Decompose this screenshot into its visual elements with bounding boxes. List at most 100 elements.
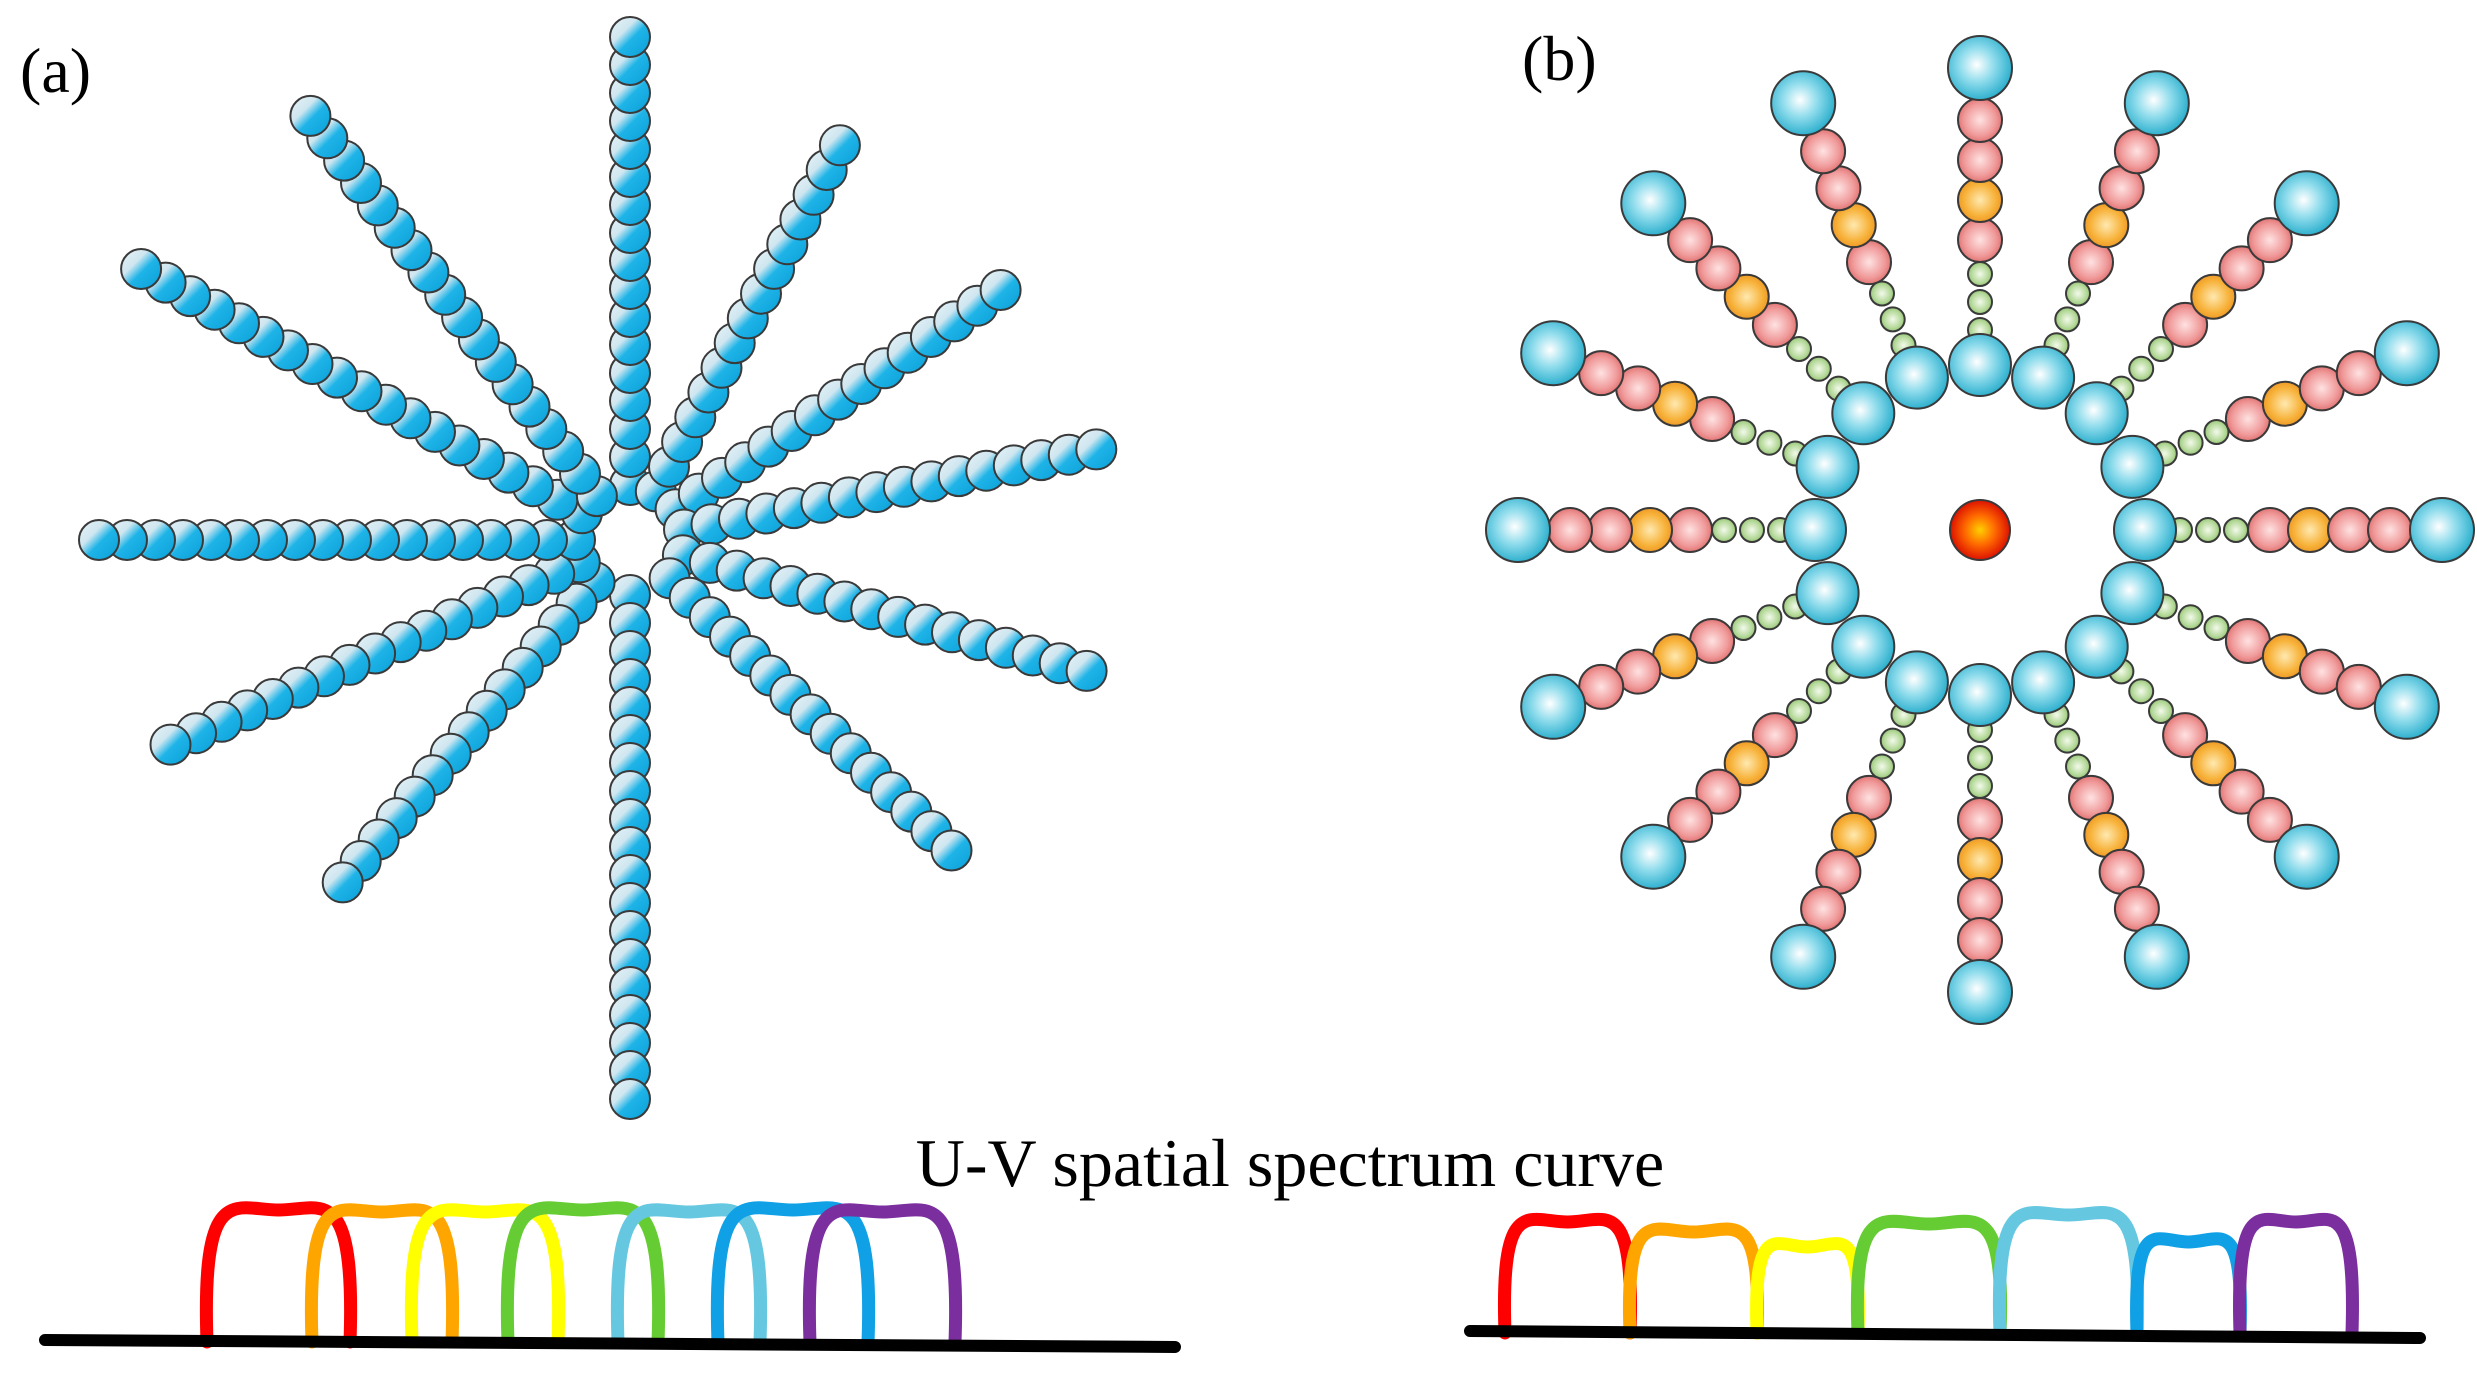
bead-pink: [1957, 877, 2003, 923]
bead-spacer: [2223, 517, 2249, 543]
bead-head: [2373, 320, 2440, 387]
bead-head: [1520, 320, 1587, 387]
bead-spacer: [2128, 355, 2155, 382]
bead-spacer: [2148, 336, 2174, 362]
bead-core-ring: [1884, 345, 1949, 410]
spectrum-right-arc-1: [1622, 1222, 1765, 1340]
bead-a-arm11: [289, 94, 332, 137]
bead-pink: [2246, 217, 2293, 264]
bead-head: [2273, 170, 2340, 237]
bead-head: [2273, 823, 2340, 890]
bead-a-arm1: [818, 124, 861, 167]
spectrum-left-arc-3: [500, 1201, 666, 1349]
spectrum-right-arc-2: [1750, 1237, 1865, 1340]
bead-head: [1947, 35, 2013, 101]
bead-head: [2123, 923, 2190, 990]
bead-a-arm8: [149, 723, 192, 766]
spectrum-left-arc-1: [304, 1203, 460, 1349]
bead-spacer: [1730, 419, 1757, 445]
bead-head: [1620, 170, 1687, 237]
bead-core-ring: [1783, 498, 1847, 562]
bead-pink: [1957, 917, 2003, 963]
bead-spacer: [1711, 517, 1737, 543]
bead-spacer: [1786, 336, 1812, 362]
spectrum-curve-left: [199, 1201, 963, 1349]
bead-spacer: [1739, 517, 1765, 543]
bead-spacer: [2054, 306, 2081, 333]
bead-spacer: [1879, 727, 1906, 754]
spectrum-left-arc-0: [199, 1201, 358, 1349]
bead-pink: [2162, 301, 2209, 348]
spectrum-title: U-V spatial spectrum curve: [916, 1125, 1664, 1201]
bead-pink: [1751, 301, 1798, 348]
bead-orange: [1957, 837, 2003, 883]
bead-core-ring: [2100, 561, 2165, 626]
spectrum-left-arc-6: [802, 1203, 963, 1349]
bead-head: [1485, 497, 1551, 563]
bead-head: [2373, 673, 2440, 740]
bead-orange: [1627, 507, 1673, 553]
panel-b-micelle: [1485, 35, 2475, 1025]
bead-core-ring: [1831, 614, 1896, 679]
bead-pink: [1547, 507, 1593, 553]
bead-spacer: [2065, 753, 2091, 780]
bead-head: [1947, 959, 2013, 1025]
panel-a-label: (a): [20, 35, 91, 106]
bead-a-arm9: [78, 519, 120, 561]
bead-pink: [1667, 796, 1714, 843]
bead-spacer: [2177, 604, 2204, 631]
bead-head: [2123, 70, 2190, 137]
bead-a-arm4: [1065, 649, 1108, 692]
bead-spacer: [1805, 678, 1832, 705]
bead-spacer: [2195, 517, 2221, 543]
bead-pink: [1695, 768, 1742, 815]
panel-b-label: (b): [1522, 23, 1597, 94]
bead-spacer: [1869, 280, 1895, 307]
bead-spacer: [1869, 753, 1895, 780]
bead-spacer: [1730, 615, 1757, 641]
bead-a-arm6: [609, 1078, 651, 1120]
bead-spacer: [1967, 261, 1993, 287]
core-particle: [1949, 499, 2011, 561]
bead-pink: [2218, 245, 2265, 292]
bead-core-ring: [1831, 381, 1896, 446]
bead-pink: [1751, 712, 1798, 759]
bead-head: [2409, 497, 2475, 563]
bead-core-ring: [2011, 650, 2076, 715]
bead-spacer: [2177, 429, 2204, 456]
bead-pink: [2367, 507, 2413, 553]
bead-pink: [1957, 797, 2003, 843]
bead-pink: [1695, 245, 1742, 292]
bead-a-arm7: [321, 861, 364, 904]
bead-orange: [2287, 507, 2333, 553]
baseline-right: [1464, 1325, 2426, 1344]
bead-spacer: [1805, 355, 1832, 382]
spectrum-left-arc-5: [710, 1201, 876, 1349]
spectrum-right-arc-5: [2130, 1232, 2247, 1340]
bead-spacer: [1786, 698, 1812, 724]
bead-spacer: [2054, 727, 2081, 754]
bead-core-ring: [1795, 561, 1860, 626]
bead-core-ring: [2064, 614, 2129, 679]
bead-pink: [2247, 507, 2293, 553]
bead-core-ring: [2100, 434, 2165, 499]
bead-head: [1770, 923, 1837, 990]
bead-head: [1770, 70, 1837, 137]
bead-orange: [2190, 740, 2237, 787]
bead-pink: [1957, 97, 2003, 143]
bead-pink: [1957, 217, 2003, 263]
spectrum-curve-right: [1497, 1206, 2359, 1340]
spectrum-right-arc-6: [2233, 1212, 2359, 1340]
bead-spacer: [2065, 280, 2091, 307]
bead-a-arm5: [930, 829, 973, 872]
bead-orange: [1957, 177, 2003, 223]
bead-pink: [1667, 217, 1714, 264]
bead-pink: [1957, 137, 2003, 183]
bead-spacer: [1967, 289, 1993, 315]
bead-spacer: [2203, 419, 2230, 445]
bead-pink: [1587, 507, 1633, 553]
bead-orange: [1723, 740, 1770, 787]
bead-a-arm10: [120, 248, 163, 290]
